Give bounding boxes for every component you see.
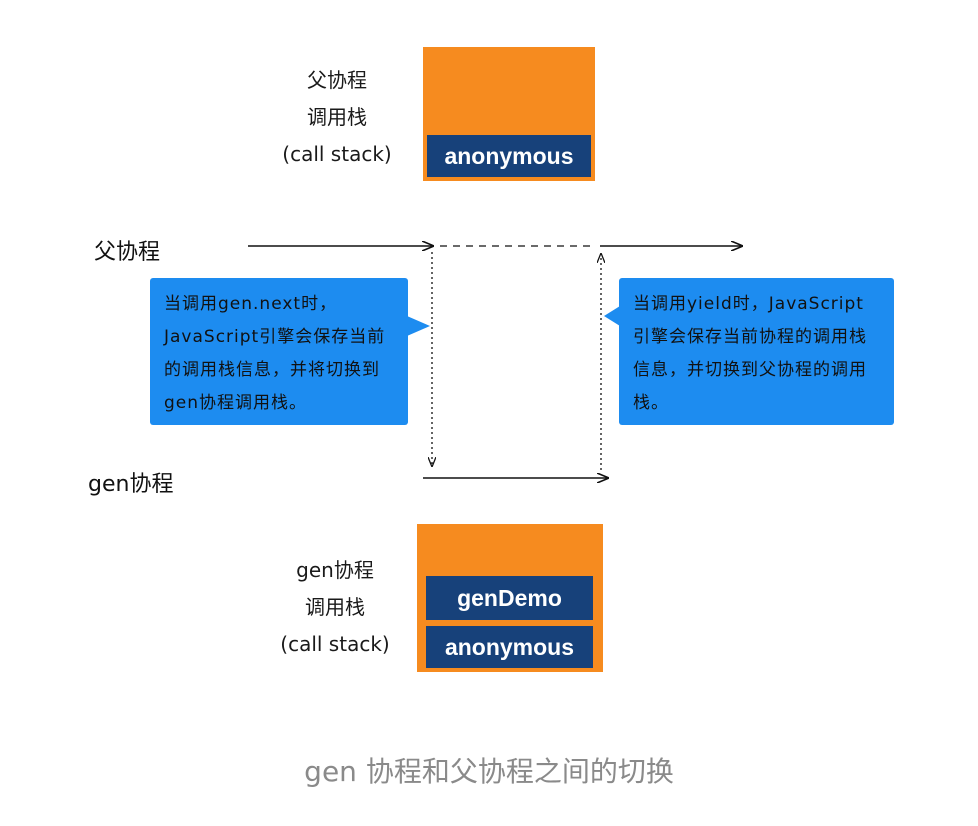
parent-stack-label: 父协程 调用栈 (call stack)	[270, 62, 404, 173]
gen-stack-label: gen协程 调用栈 (call stack)	[268, 552, 402, 663]
gen-call-stack: genDemo anonymous	[417, 524, 603, 672]
gen-stack-label-line2: 调用栈	[305, 595, 365, 619]
parent-stack-frame-anonymous: anonymous	[427, 135, 591, 177]
gen-stack-frame-anonymous: anonymous	[426, 626, 593, 668]
figure-caption: gen 协程和父协程之间的切换	[304, 755, 674, 788]
gen-stack-label-line1: gen协程	[296, 558, 374, 582]
left-explanation-bubble: 当调用gen.next时，JavaScript引擎会保存当前的调用栈信息，并将切…	[150, 278, 408, 425]
parent-stack-label-line3: (call stack)	[282, 142, 392, 166]
parent-coroutine-lane-label: 父协程	[94, 240, 161, 265]
parent-stack-label-line2: 调用栈	[307, 105, 367, 129]
parent-stack-label-line1: 父协程	[307, 68, 367, 92]
gen-coroutine-lane-label: gen协程	[88, 472, 174, 497]
right-explanation-bubble: 当调用yield时，JavaScript引擎会保存当前协程的调用栈信息，并切换到…	[619, 278, 894, 425]
gen-stack-label-line3: (call stack)	[280, 632, 390, 656]
parent-call-stack: anonymous	[423, 47, 595, 181]
gen-stack-frame-gendemo: genDemo	[426, 576, 593, 620]
left-bubble-pointer	[407, 316, 430, 336]
right-bubble-pointer	[604, 306, 620, 326]
